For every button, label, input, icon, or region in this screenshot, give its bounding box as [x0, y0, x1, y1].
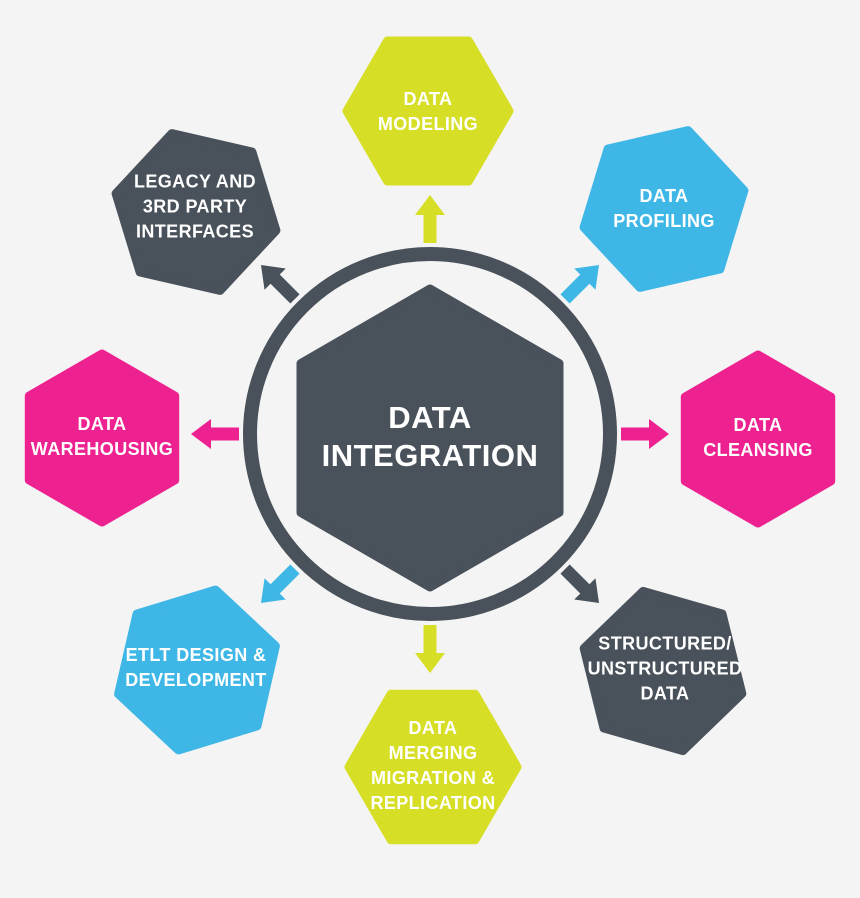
- hexagon-legacy-3rd-party-interfaces: [111, 129, 281, 295]
- arrow-left-icon: [191, 419, 239, 449]
- arrow-down-left-icon: [261, 564, 300, 603]
- arrow-up-left-icon: [261, 265, 300, 304]
- arrow-down-right-icon: [560, 564, 599, 603]
- hexagon-data-profiling: [579, 126, 749, 292]
- arrow-group: [191, 195, 669, 673]
- arrow-up-right-icon: [560, 265, 599, 304]
- hexagon-data-integration: [296, 284, 564, 592]
- arrow-down-icon: [415, 625, 445, 673]
- arrow-up-icon: [415, 195, 445, 243]
- hexagon-structured-unstructured-data: [579, 586, 747, 756]
- hexagon-data-cleansing: [680, 350, 836, 528]
- hexagon-data-warehousing: [24, 349, 180, 527]
- hexagon-data-modeling: [342, 36, 514, 186]
- arrow-right-icon: [621, 419, 669, 449]
- hub-ring: [243, 247, 617, 621]
- hexagon-data-merging-migration-replication: [344, 689, 522, 845]
- hexagon-etlt-design-development: [114, 585, 280, 755]
